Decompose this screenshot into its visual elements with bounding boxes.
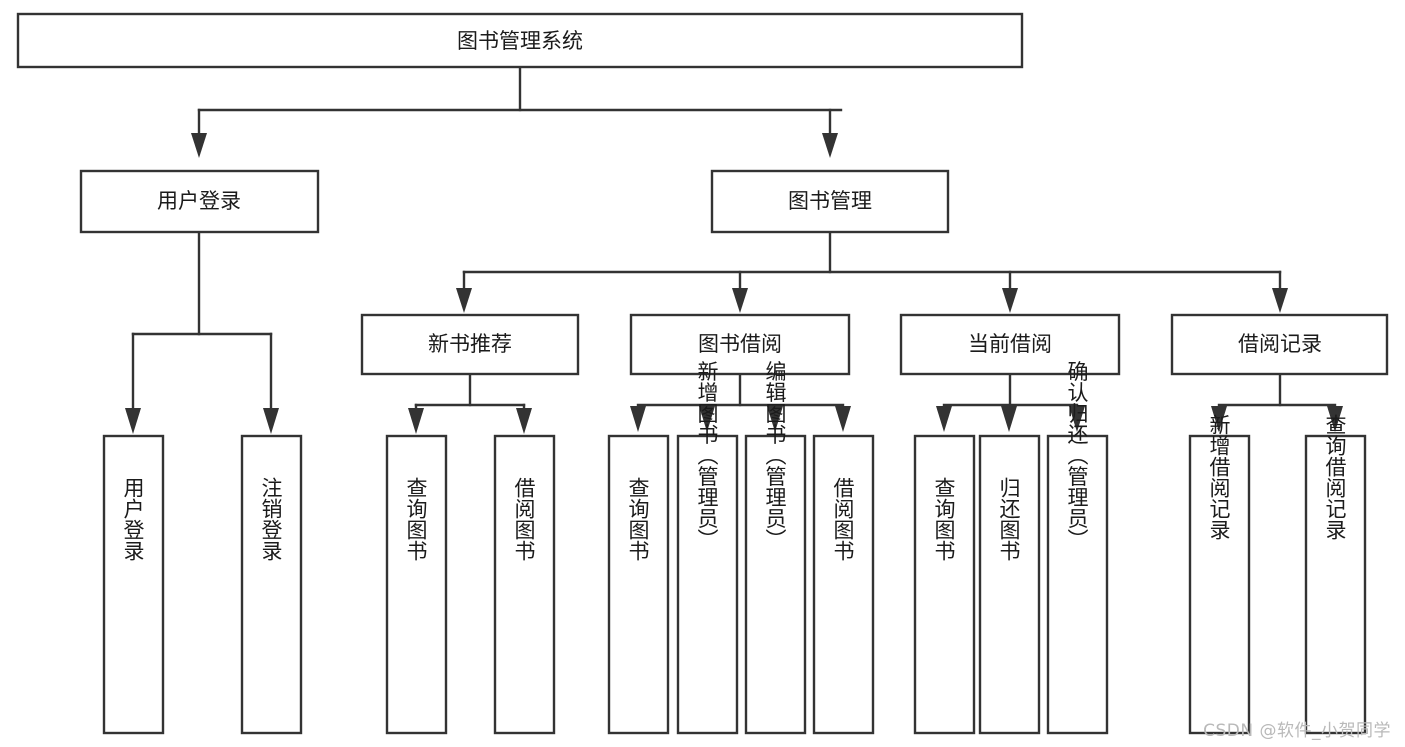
node-user-login[interactable]: 用户登录	[79, 169, 320, 234]
node-leaf-edit-book-box[interactable]	[744, 434, 807, 735]
node-leaf-borrow-book-2-box[interactable]	[812, 434, 875, 735]
arrow-head-leaf-borrow-book-2	[835, 406, 851, 432]
node-leaf-query-record-box[interactable]	[1304, 434, 1367, 735]
node-leaf-query-book-1[interactable]: 查询图书	[385, 434, 448, 735]
connector-group-book-manage	[456, 230, 1288, 313]
node-leaf-query-book-3-label: 查询图书	[932, 477, 956, 561]
node-root-box[interactable]	[16, 12, 1024, 69]
node-leaf-add-record[interactable]: 新增借阅记录	[1188, 414, 1251, 735]
node-book-manage-box[interactable]	[710, 169, 950, 234]
arrow-head-leaf-return-book	[1001, 406, 1017, 432]
node-leaf-query-book-1-label: 查询图书	[404, 477, 428, 561]
arrow-head-book-manage	[822, 133, 838, 158]
node-leaf-logout[interactable]: 注销登录	[240, 434, 303, 735]
node-leaf-return-book-label: 归还图书	[997, 477, 1021, 561]
node-root[interactable]: 图书管理系统	[16, 12, 1024, 69]
node-current-borrow-box[interactable]	[899, 313, 1121, 376]
node-current-borrow[interactable]: 当前借阅	[899, 313, 1121, 376]
node-leaf-user-login[interactable]: 用户登录	[102, 434, 165, 735]
node-new-book-rec-label: 新书推荐	[428, 332, 512, 356]
connector-group-new-book-rec	[408, 372, 532, 434]
node-leaf-user-login-label: 用户登录	[121, 477, 145, 561]
node-leaf-logout-box[interactable]	[240, 434, 303, 735]
node-leaf-edit-book[interactable]: 编辑图书（管理员）	[744, 361, 807, 735]
arrow-head-user-login	[191, 133, 207, 158]
node-book-borrow-label: 图书借阅	[698, 332, 782, 356]
node-book-manage-label: 图书管理	[788, 189, 872, 213]
node-leaf-borrow-book-1-box[interactable]	[493, 434, 556, 735]
node-leaf-add-book-label: 新增图书（管理员）	[695, 361, 719, 550]
node-leaf-confirm-return-box[interactable]	[1046, 434, 1109, 735]
node-leaf-borrow-book-2[interactable]: 借阅图书	[812, 434, 875, 735]
node-new-book-rec-box[interactable]	[360, 313, 580, 376]
node-leaf-query-record[interactable]: 查询借阅记录	[1304, 414, 1367, 735]
node-leaf-return-book-box[interactable]	[978, 434, 1041, 735]
node-borrow-record[interactable]: 借阅记录	[1170, 313, 1389, 376]
node-root-label: 图书管理系统	[457, 29, 583, 53]
arrow-head-borrow-record	[1272, 288, 1288, 313]
node-leaf-logout-label: 注销登录	[259, 477, 283, 561]
node-leaf-add-record-label: 新增借阅记录	[1207, 414, 1231, 540]
node-leaf-add-record-box[interactable]	[1188, 434, 1251, 735]
connector-group-root	[191, 65, 843, 158]
node-leaf-query-book-2-box[interactable]	[607, 434, 670, 735]
arrow-head-leaf-query-book-2	[630, 406, 646, 432]
arrow-head-current-borrow	[1002, 288, 1018, 313]
connector-group-borrow-record	[1211, 372, 1343, 432]
node-leaf-return-book[interactable]: 归还图书	[978, 434, 1041, 735]
node-new-book-rec[interactable]: 新书推荐	[360, 313, 580, 376]
node-book-manage[interactable]: 图书管理	[710, 169, 950, 234]
node-leaf-query-book-1-box[interactable]	[385, 434, 448, 735]
node-leaf-borrow-book-1-label: 借阅图书	[512, 477, 536, 561]
node-leaf-query-book-2[interactable]: 查询图书	[607, 434, 670, 735]
node-leaf-borrow-book-1[interactable]: 借阅图书	[493, 434, 556, 735]
arrow-head-new-book-rec	[456, 288, 472, 313]
arrow-head-leaf-query-book-1	[408, 408, 424, 434]
node-borrow-record-box[interactable]	[1170, 313, 1389, 376]
node-leaf-query-record-label: 查询借阅记录	[1323, 414, 1347, 540]
node-borrow-record-label: 借阅记录	[1238, 332, 1322, 356]
node-book-borrow[interactable]: 图书借阅	[629, 313, 851, 376]
node-leaf-edit-book-label: 编辑图书（管理员）	[763, 361, 787, 550]
arrow-head-leaf-query-record	[1327, 406, 1343, 432]
node-leaf-query-book-2-label: 查询图书	[626, 477, 650, 561]
node-leaf-add-book-box[interactable]	[676, 434, 739, 735]
arrow-head-leaf-add-record	[1211, 406, 1227, 432]
arrow-head-leaf-edit-book	[767, 406, 783, 432]
connector-group-user-login	[125, 230, 279, 434]
node-leaf-confirm-return[interactable]: 确认归还（管理员）	[1046, 361, 1109, 735]
node-leaf-query-book-3[interactable]: 查询图书	[913, 434, 976, 735]
arrow-head-leaf-user-login	[125, 408, 141, 434]
arrow-head-leaf-query-book-3	[936, 406, 952, 432]
arrow-head-leaf-confirm-return	[1069, 406, 1085, 432]
node-current-borrow-label: 当前借阅	[968, 332, 1052, 356]
node-leaf-user-login-box[interactable]	[102, 434, 165, 735]
connector-group-book-borrow	[630, 372, 851, 432]
node-user-login-label: 用户登录	[157, 189, 241, 213]
node-leaf-query-book-3-box[interactable]	[913, 434, 976, 735]
arrow-head-leaf-add-book	[699, 406, 715, 432]
node-leaf-add-book[interactable]: 新增图书（管理员）	[676, 361, 739, 735]
node-leaf-borrow-book-2-label: 借阅图书	[831, 477, 855, 561]
node-user-login-box[interactable]	[79, 169, 320, 234]
node-book-borrow-box[interactable]	[629, 313, 851, 376]
arrow-head-book-borrow	[732, 288, 748, 313]
node-leaf-confirm-return-label: 确认归还（管理员）	[1065, 361, 1089, 550]
arrow-head-leaf-borrow-book-1	[516, 408, 532, 434]
arrow-head-leaf-logout	[263, 408, 279, 434]
connector-group-current-borrow	[936, 372, 1085, 432]
